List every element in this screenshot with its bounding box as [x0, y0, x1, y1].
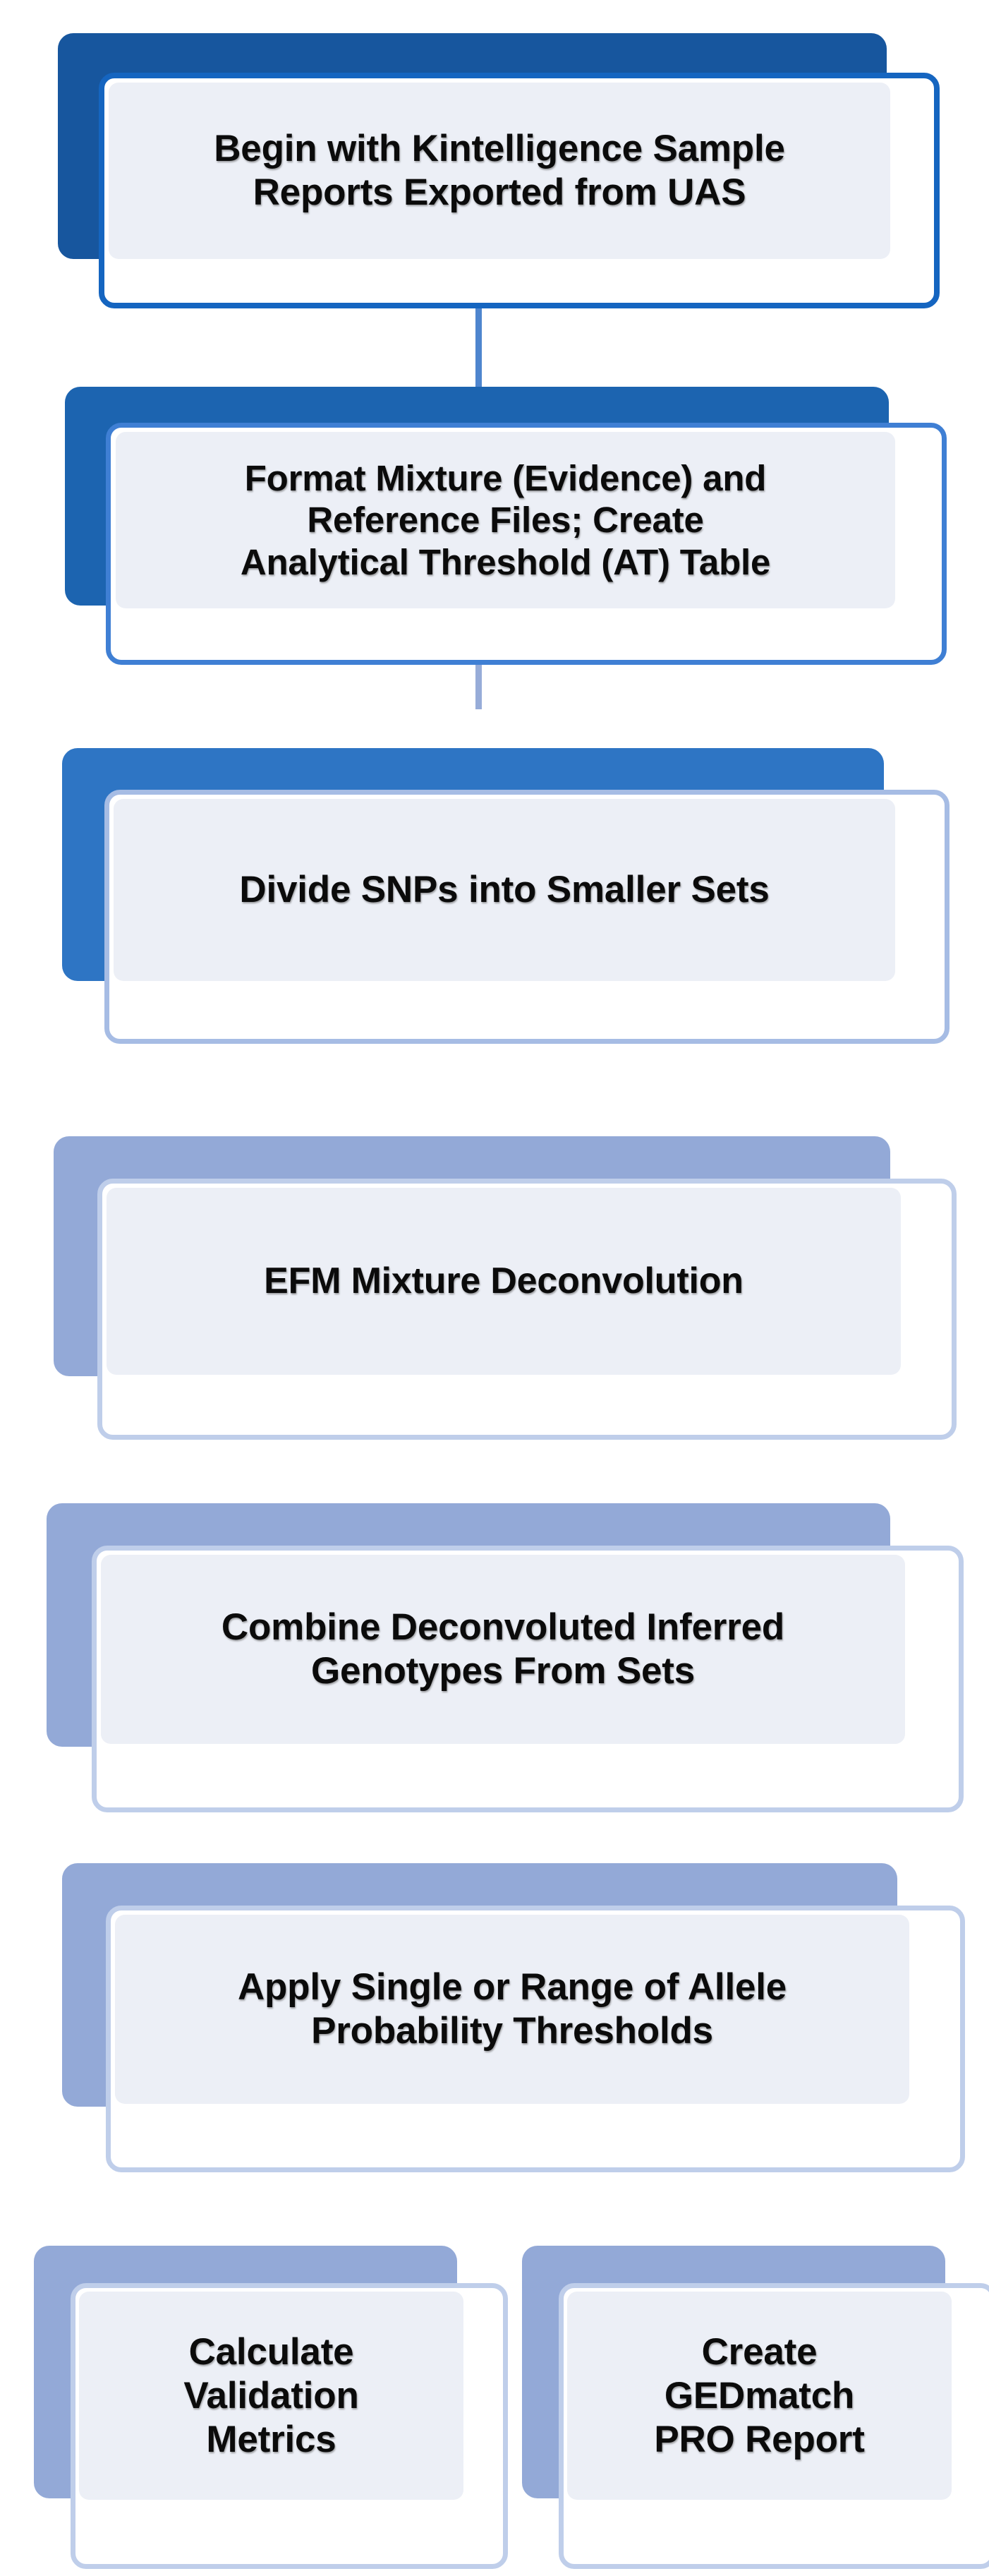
node-step-7b[interactable]: Create GEDmatch PRO Report: [522, 2246, 989, 2570]
node-step-3[interactable]: Divide SNPs into Smaller Sets: [62, 748, 951, 1045]
node-label: Divide SNPs into Smaller Sets: [239, 869, 770, 910]
node-step-2[interactable]: Format Mixture (Evidence) and Reference …: [65, 387, 947, 669]
node-panel: Combine Deconvoluted Inferred Genotypes …: [101, 1555, 905, 1744]
node-step-4[interactable]: EFM Mixture Deconvolution: [54, 1136, 957, 1440]
node-panel: Apply Single or Range of Allele Probabil…: [115, 1915, 909, 2104]
node-label: Calculate Validation Metrics: [183, 2330, 359, 2460]
node-label: EFM Mixture Deconvolution: [264, 1260, 744, 1302]
node-label: Begin with Kintelligence Sample Reports …: [214, 128, 785, 213]
node-step-1[interactable]: Begin with Kintelligence Sample Reports …: [58, 33, 940, 308]
node-panel: Begin with Kintelligence Sample Reports …: [109, 83, 890, 259]
node-label: Apply Single or Range of Allele Probabil…: [237, 1966, 787, 2052]
node-step-7a[interactable]: Calculate Validation Metrics: [34, 2246, 528, 2570]
node-step-6[interactable]: Apply Single or Range of Allele Probabil…: [62, 1863, 965, 2174]
connector-step1-step2: [475, 303, 482, 388]
connector-step2-step3: [475, 628, 482, 709]
node-label: Combine Deconvoluted Inferred Genotypes …: [221, 1606, 785, 1692]
node-panel: EFM Mixture Deconvolution: [107, 1188, 901, 1375]
node-label: Create GEDmatch PRO Report: [654, 2330, 865, 2460]
node-panel: Divide SNPs into Smaller Sets: [114, 799, 895, 981]
node-label: Format Mixture (Evidence) and Reference …: [240, 457, 771, 582]
node-panel: Create GEDmatch PRO Report: [567, 2292, 952, 2500]
node-step-5[interactable]: Combine Deconvoluted Inferred Genotypes …: [47, 1503, 964, 1814]
node-panel: Format Mixture (Evidence) and Reference …: [116, 432, 895, 608]
node-panel: Calculate Validation Metrics: [79, 2292, 463, 2500]
